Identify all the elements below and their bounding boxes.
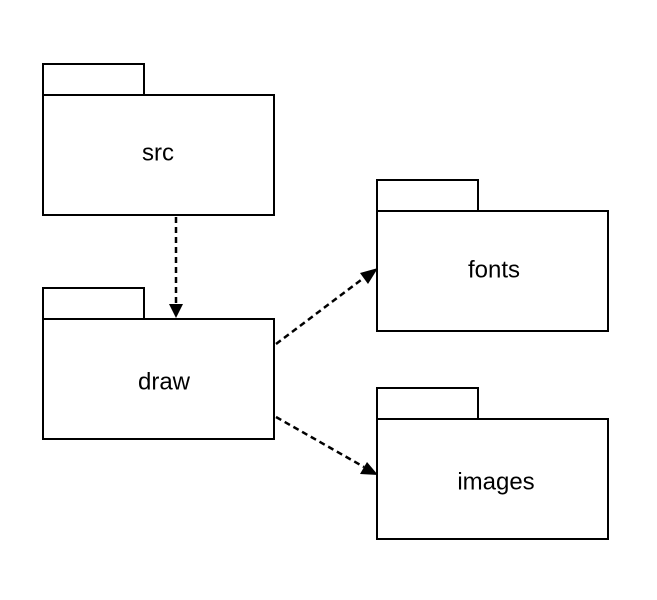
package-src-tab	[42, 63, 145, 97]
package-fonts-label: fonts	[468, 256, 520, 283]
dependency-draw-fonts-line	[275, 276, 366, 345]
package-images-label: images	[457, 468, 534, 495]
dependency-draw-fonts-arrowhead	[360, 268, 378, 284]
package-draw-label: draw	[138, 368, 191, 395]
dependency-draw-fonts	[275, 268, 378, 345]
package-src-label: src	[142, 139, 174, 166]
package-images-body	[376, 418, 609, 540]
package-fonts-body	[376, 210, 609, 332]
package-src-body	[42, 94, 275, 216]
package-images: images	[376, 387, 609, 540]
dependency-draw-images-arrowhead	[360, 462, 378, 475]
package-fonts-tab	[376, 179, 479, 213]
package-draw: draw	[42, 287, 275, 440]
dependency-draw-images	[275, 415, 378, 475]
dependency-draw-images-line	[275, 415, 365, 469]
package-draw-tab	[42, 287, 145, 321]
package-fonts: fonts	[376, 179, 609, 332]
package-src: src	[42, 63, 275, 216]
dependency-src-draw-arrowhead	[169, 304, 183, 318]
package-draw-body	[42, 318, 275, 440]
dependency-src-draw	[169, 217, 183, 318]
package-images-tab	[376, 387, 479, 421]
